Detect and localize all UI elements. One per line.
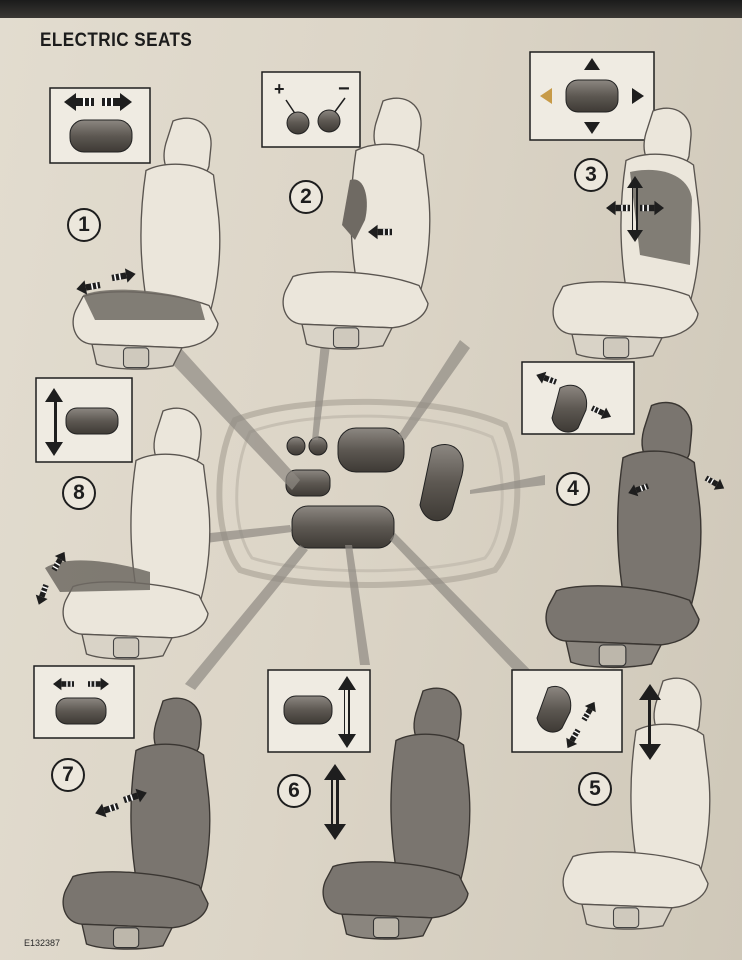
- callout-6: 6: [277, 774, 311, 808]
- scanner-edge: [0, 0, 742, 18]
- seat-backrest-recline-illustration: [521, 361, 728, 669]
- seat-fore-aft-illustration: [49, 87, 221, 370]
- callout-label: 4: [567, 477, 579, 500]
- callout-label: 8: [73, 481, 85, 504]
- leader-lines: [145, 325, 550, 698]
- callout-1: 1: [67, 208, 101, 242]
- seat-cushion-tilt-illustration: [32, 377, 211, 660]
- seat-lumbar-illustration: + −: [261, 71, 431, 350]
- seat-lumbar-four-way-illustration: [529, 51, 701, 360]
- callout-2: 2: [289, 180, 323, 214]
- callout-8: 8: [62, 476, 96, 510]
- seat-height-illustration: [511, 669, 711, 930]
- seat-base-switch[interactable]: [291, 505, 395, 549]
- callout-label: 1: [78, 213, 90, 236]
- callout-5: 5: [578, 772, 612, 806]
- lumbar-four-way-switch[interactable]: [337, 427, 405, 473]
- callout-label: 2: [300, 185, 312, 208]
- callout-7: 7: [51, 758, 85, 792]
- callout-3: 3: [574, 158, 608, 192]
- callout-label: 7: [62, 763, 74, 786]
- callout-label: 5: [589, 777, 601, 800]
- seat-height-front-illustration: [267, 669, 471, 940]
- minus-label: −: [338, 78, 350, 100]
- callout-label: 3: [585, 163, 597, 186]
- seat-slide-illustration: [33, 665, 211, 950]
- backrest-switch[interactable]: [419, 443, 464, 522]
- figure-reference: E132387: [24, 938, 61, 948]
- plus-label: +: [274, 79, 285, 99]
- callout-label: 6: [288, 779, 300, 802]
- lumbar-plus-button[interactable]: [286, 436, 306, 456]
- page-title: ELECTRIC SEATS: [40, 30, 193, 51]
- control-panel: [216, 398, 521, 588]
- callout-4: 4: [556, 472, 590, 506]
